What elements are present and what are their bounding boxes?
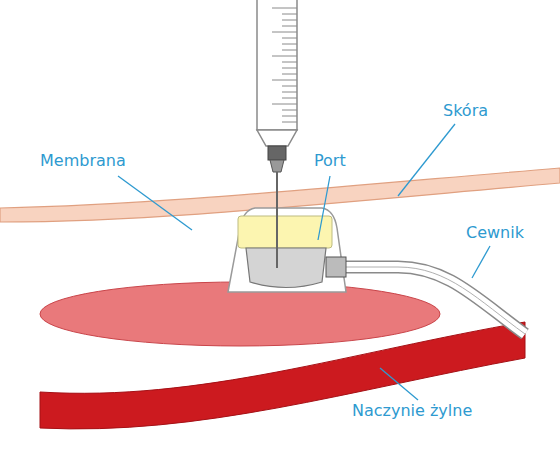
membrane <box>238 216 332 248</box>
part-label: Skóra <box>443 102 488 120</box>
leader-lines <box>118 124 490 400</box>
part-label: Membrana <box>40 152 126 170</box>
catheter <box>346 267 525 334</box>
part-label: Port <box>314 152 346 170</box>
connector <box>326 257 346 277</box>
port-housing <box>228 208 346 292</box>
part-label: Cewnik <box>466 224 524 242</box>
syringe <box>257 0 297 268</box>
part-label: Naczynie żylne <box>352 402 472 420</box>
chamber <box>246 248 326 288</box>
